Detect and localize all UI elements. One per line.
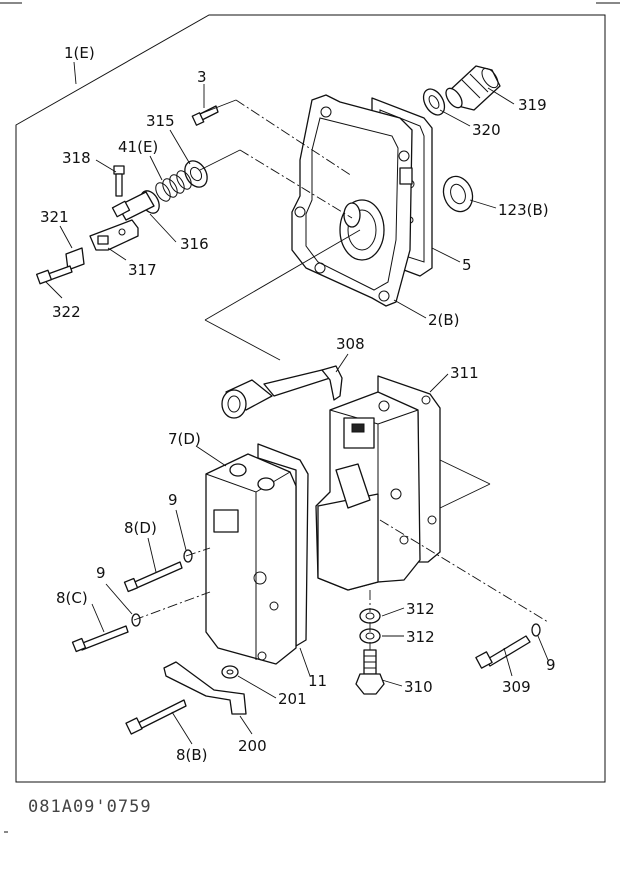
label-319: 319 bbox=[518, 96, 547, 114]
adaptor-319 bbox=[445, 65, 501, 111]
label-315: 315 bbox=[146, 112, 175, 130]
washer-320 bbox=[422, 88, 446, 116]
bolt-8b bbox=[125, 699, 187, 735]
label-5: 5 bbox=[462, 256, 472, 274]
washer-9-a bbox=[183, 549, 193, 563]
label-311: 311 bbox=[450, 364, 479, 382]
label-201: 201 bbox=[278, 690, 307, 708]
label-7d: 7(D) bbox=[168, 430, 201, 448]
label-123b: 123(B) bbox=[498, 201, 549, 219]
label-308: 308 bbox=[336, 335, 365, 353]
label-8b: 8(B) bbox=[176, 746, 208, 764]
housing-2b bbox=[291, 94, 413, 307]
label-312-lower: 312 bbox=[406, 628, 435, 646]
plunger-316 bbox=[111, 190, 160, 221]
label-318: 318 bbox=[62, 149, 91, 167]
bolt-322 bbox=[36, 265, 73, 285]
label-317: 317 bbox=[128, 261, 157, 279]
label-1e: 1(E) bbox=[64, 44, 95, 62]
washer-201 bbox=[221, 665, 239, 679]
washer-9-b bbox=[131, 613, 141, 627]
label-312-upper: 312 bbox=[406, 600, 435, 618]
screw-3 bbox=[191, 105, 219, 126]
screw-318 bbox=[113, 165, 125, 197]
connector-308 bbox=[221, 365, 343, 419]
drawing-code: 081A09'0759 bbox=[28, 797, 152, 817]
bolt-309 bbox=[475, 635, 531, 669]
label-9-c: 9 bbox=[546, 656, 556, 674]
actuator-body bbox=[315, 391, 421, 591]
seal-123b bbox=[442, 175, 474, 213]
bracket-317 bbox=[89, 219, 139, 251]
label-3: 3 bbox=[197, 68, 207, 86]
label-309: 309 bbox=[502, 678, 531, 696]
bolt-310 bbox=[355, 649, 385, 695]
bolt-8c bbox=[71, 625, 129, 653]
washer-9-c bbox=[531, 623, 541, 637]
seal-315 bbox=[184, 160, 208, 188]
label-41e: 41(E) bbox=[118, 138, 158, 156]
label-310: 310 bbox=[404, 678, 433, 696]
label-9-b: 9 bbox=[96, 564, 106, 582]
label-320: 320 bbox=[472, 121, 501, 139]
bolt-8d bbox=[123, 561, 183, 593]
label-316: 316 bbox=[180, 235, 209, 253]
cover-7d bbox=[205, 443, 309, 665]
label-8c: 8(C) bbox=[56, 589, 88, 607]
assembly-frame bbox=[15, 14, 606, 783]
label-8d: 8(D) bbox=[124, 519, 157, 537]
washer-321 bbox=[65, 247, 85, 271]
spring-41e bbox=[155, 170, 192, 202]
label-322: 322 bbox=[52, 303, 81, 321]
bracket-200 bbox=[163, 661, 247, 715]
label-9-a: 9 bbox=[168, 491, 178, 509]
label-11: 11 bbox=[308, 672, 327, 690]
label-321: 321 bbox=[40, 208, 69, 226]
label-200: 200 bbox=[238, 737, 267, 755]
label-2b: 2(B) bbox=[428, 311, 460, 329]
